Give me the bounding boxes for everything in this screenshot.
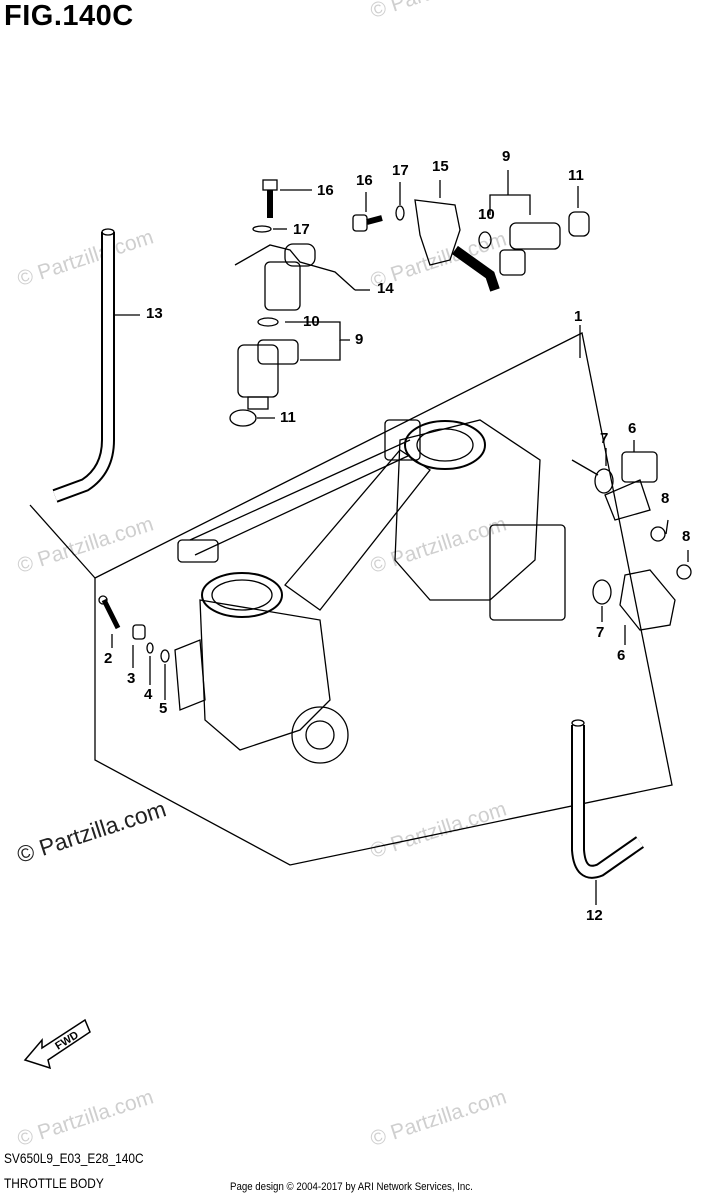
pipe-15-outlet [452, 245, 500, 292]
callout-13: 13 [146, 305, 163, 322]
callout-2: 2 [104, 650, 113, 667]
o-ring-7 [592, 579, 612, 605]
figure-name: THROTTLE BODY [4, 1175, 104, 1191]
screw-head [262, 179, 278, 191]
seal-11 [568, 211, 590, 237]
o-ring-10 [257, 317, 279, 327]
figure-code: SV650L9_E03_E28_140C [4, 1150, 144, 1166]
callout-1: 1 [574, 308, 583, 325]
spring-3 [132, 624, 146, 640]
callout-7: 7 [596, 624, 605, 641]
throttle-pulley-inner [305, 720, 335, 750]
screw-head [352, 214, 368, 232]
callout-4: 4 [144, 686, 153, 703]
washer-17 [252, 225, 272, 233]
seal-11 [229, 409, 257, 427]
callout-12: 12 [586, 907, 603, 924]
side-bracket [174, 639, 206, 711]
bolt-8 [676, 564, 692, 580]
throttle-body-rear [394, 419, 541, 601]
o-ring-7 [594, 468, 614, 494]
figure-title: FIG.140C [4, 0, 134, 32]
link-rod [189, 439, 411, 541]
pipe-mount [264, 261, 301, 311]
sensor-6-bottom [619, 569, 676, 631]
leader-dash [571, 459, 599, 476]
sensor-housing [384, 419, 421, 461]
fwd-arrow-shape [23, 1018, 91, 1070]
callout-10: 10 [303, 313, 320, 330]
callout-8: 8 [661, 490, 670, 507]
throttle-bore-inner [211, 579, 273, 611]
throttle-body-front [199, 599, 331, 751]
injector-nozzle [247, 396, 269, 410]
screw-2 [101, 598, 121, 630]
hose-end [101, 228, 115, 236]
callout-11: 11 [568, 167, 584, 184]
callout-7: 7 [600, 430, 609, 447]
delivery-pipe [234, 244, 356, 291]
callout-16: 16 [317, 182, 334, 199]
hose-12-inner [573, 725, 643, 877]
sensor-6-top [621, 451, 658, 483]
pipe-15 [414, 199, 461, 266]
pipe-cap [284, 243, 316, 267]
hose-end [571, 719, 585, 727]
screw-2-head [98, 595, 108, 605]
callout-16: 16 [356, 172, 373, 189]
throttle-bore-front [201, 572, 283, 618]
callout-14: 14 [377, 280, 394, 297]
leader-line [300, 340, 341, 361]
injector-connector [499, 249, 526, 276]
callout-10: 10 [478, 206, 495, 223]
callout-6: 6 [617, 647, 626, 664]
screw-shank [366, 215, 383, 225]
callout-9: 9 [502, 148, 511, 165]
balance-frame [284, 449, 431, 611]
callout-17: 17 [392, 162, 409, 179]
injector-connector [257, 339, 299, 365]
leader-line [285, 321, 350, 341]
injector-body [509, 222, 561, 250]
assembly-outline [94, 332, 673, 866]
o-ring-10 [478, 231, 492, 249]
link-rod [194, 454, 411, 556]
leader-line [489, 194, 531, 215]
washer-4 [146, 642, 154, 654]
callout-8: 8 [682, 528, 691, 545]
ecu-module [489, 524, 566, 621]
page-credit: Page design © 2004-2017 by ARI Network S… [230, 1181, 473, 1193]
callout-17: 17 [293, 221, 310, 238]
callout-5: 5 [159, 700, 168, 717]
callout-9: 9 [355, 331, 364, 348]
callout-6: 6 [628, 420, 637, 437]
throttle-pulley [291, 706, 349, 764]
callout-3: 3 [127, 670, 136, 687]
throttle-bore-rear [404, 420, 486, 470]
leader-line [665, 519, 669, 535]
hose-13 [52, 232, 115, 503]
sensor-6-top-base [604, 479, 651, 521]
mount-bracket [177, 539, 219, 563]
bolt-8 [650, 526, 666, 542]
callout-15: 15 [432, 158, 449, 175]
washer-17 [395, 205, 405, 221]
o-ring-5 [160, 649, 170, 663]
leader-line [29, 504, 96, 579]
hose-13-inner [53, 232, 113, 501]
callout-11: 11 [280, 409, 296, 426]
